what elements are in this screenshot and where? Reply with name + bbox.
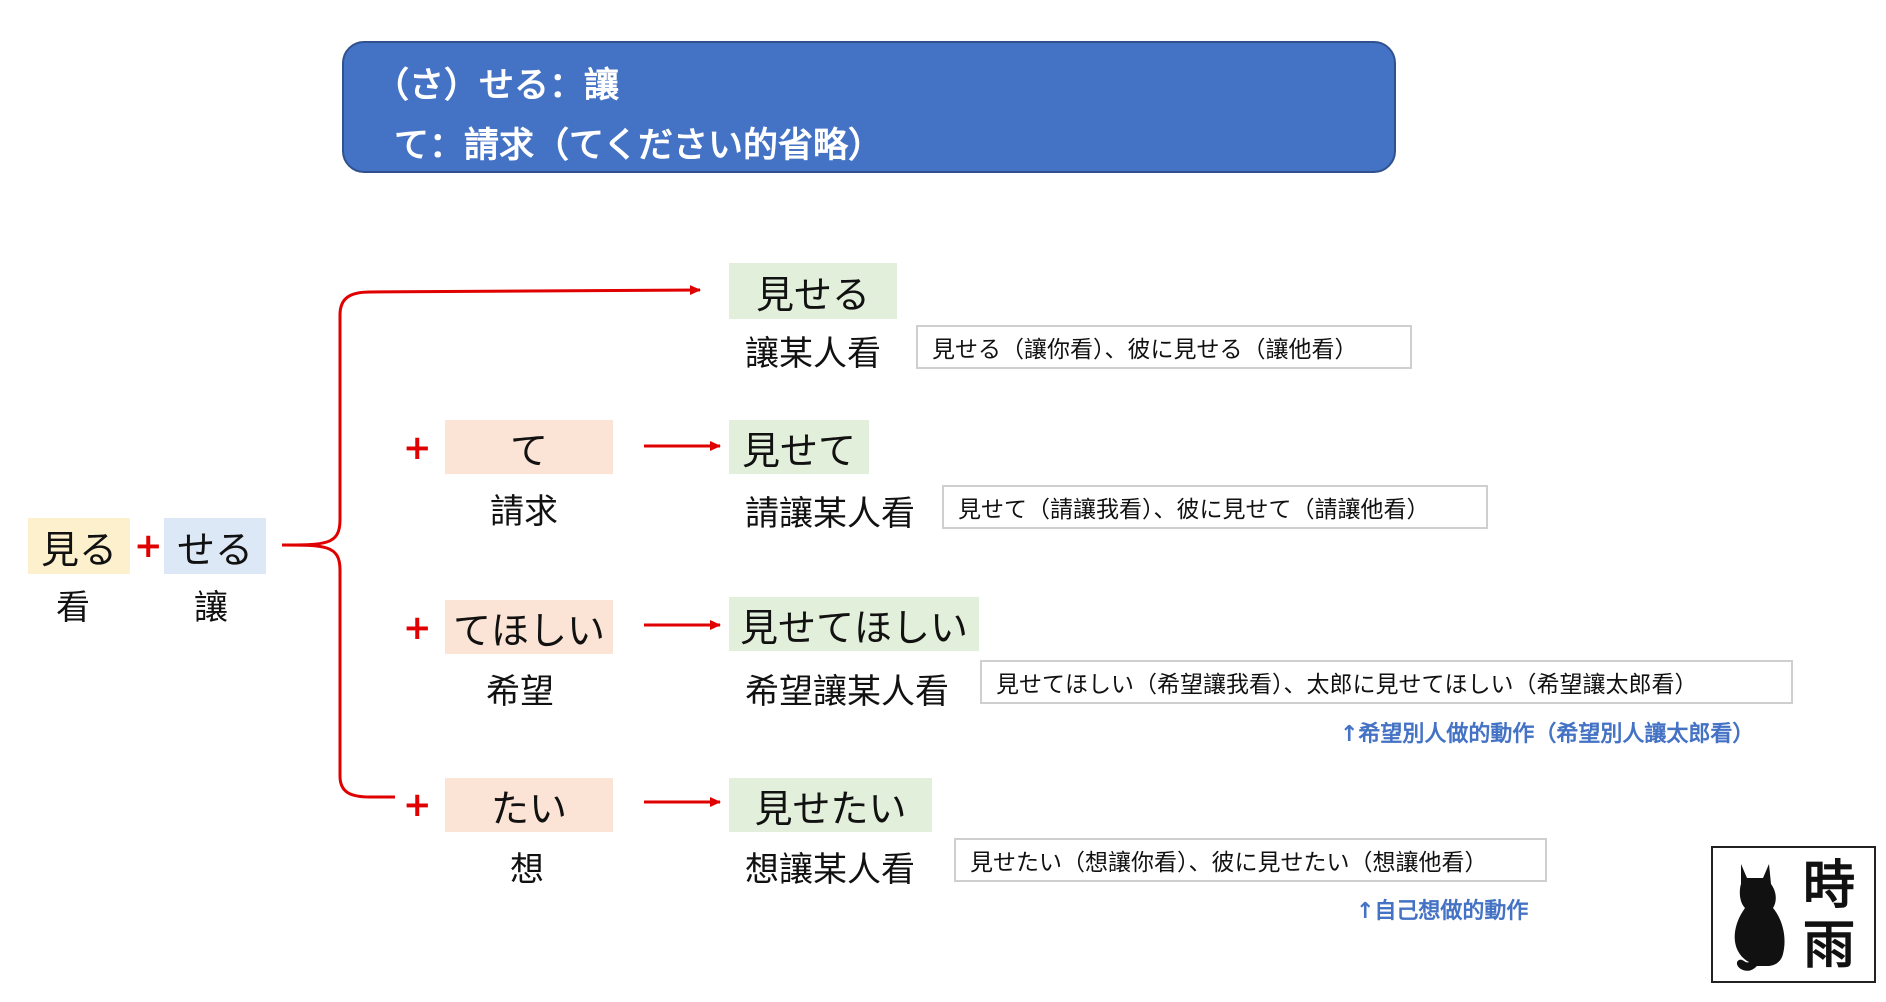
verb-meaning: 看: [56, 588, 90, 628]
result-meaning: 讓某人看: [745, 334, 881, 374]
suffix-meaning: 希望: [486, 672, 554, 712]
result-chip: 見せてほしい: [729, 597, 979, 651]
plus-sign: +: [403, 428, 432, 468]
suffix-meaning: 想: [510, 850, 544, 890]
annotation-note: ↑自己想做的動作: [1356, 899, 1529, 924]
plus-sign: +: [403, 785, 432, 825]
cat-silhouette-icon: [1734, 864, 1785, 971]
example-box: 見せる（讓你看）、彼に見せる（讓他看）: [916, 325, 1412, 369]
result-chip: 見せて: [729, 420, 869, 474]
banner-line-2: て：請求（てください的省略）: [394, 126, 883, 166]
bracket-lower: [281, 543, 395, 799]
aux-chip: せる: [164, 518, 266, 574]
result-meaning: 希望讓某人看: [745, 672, 949, 712]
example-box: 見せて（請讓我看）、彼に見せて（請讓他看）: [942, 485, 1488, 529]
suffix-chip: て: [445, 420, 613, 474]
title-banner: （さ）せる：讓 て：請求（てください的省略）: [342, 41, 1396, 173]
suffix-chip: たい: [445, 778, 613, 832]
result-chip: 見せる: [729, 263, 897, 319]
example-box: 見せてほしい（希望讓我看）、太郎に見せてほしい（希望讓太郎看）: [980, 660, 1793, 704]
result-chip: 見せたい: [729, 778, 932, 832]
plus-sign: +: [134, 526, 163, 566]
plus-sign: +: [403, 608, 432, 648]
example-box: 見せたい（想讓你看）、彼に見せたい（想讓他看）: [954, 838, 1547, 882]
banner-line-1: （さ）せる：讓: [374, 66, 620, 106]
logo-char-2: 雨: [1803, 916, 1856, 976]
aux-meaning: 讓: [194, 588, 228, 628]
suffix-meaning: 請求: [490, 492, 558, 532]
logo-char-1: 時: [1803, 856, 1856, 916]
suffix-chip: てほしい: [445, 600, 613, 654]
result-meaning: 請讓某人看: [745, 494, 915, 534]
result-meaning: 想讓某人看: [745, 850, 915, 890]
annotation-note: ↑希望別人做的動作（希望別人讓太郎看）: [1340, 722, 1755, 747]
verb-chip: 見る: [28, 518, 130, 574]
brand-logo: 時 雨: [1711, 846, 1876, 983]
